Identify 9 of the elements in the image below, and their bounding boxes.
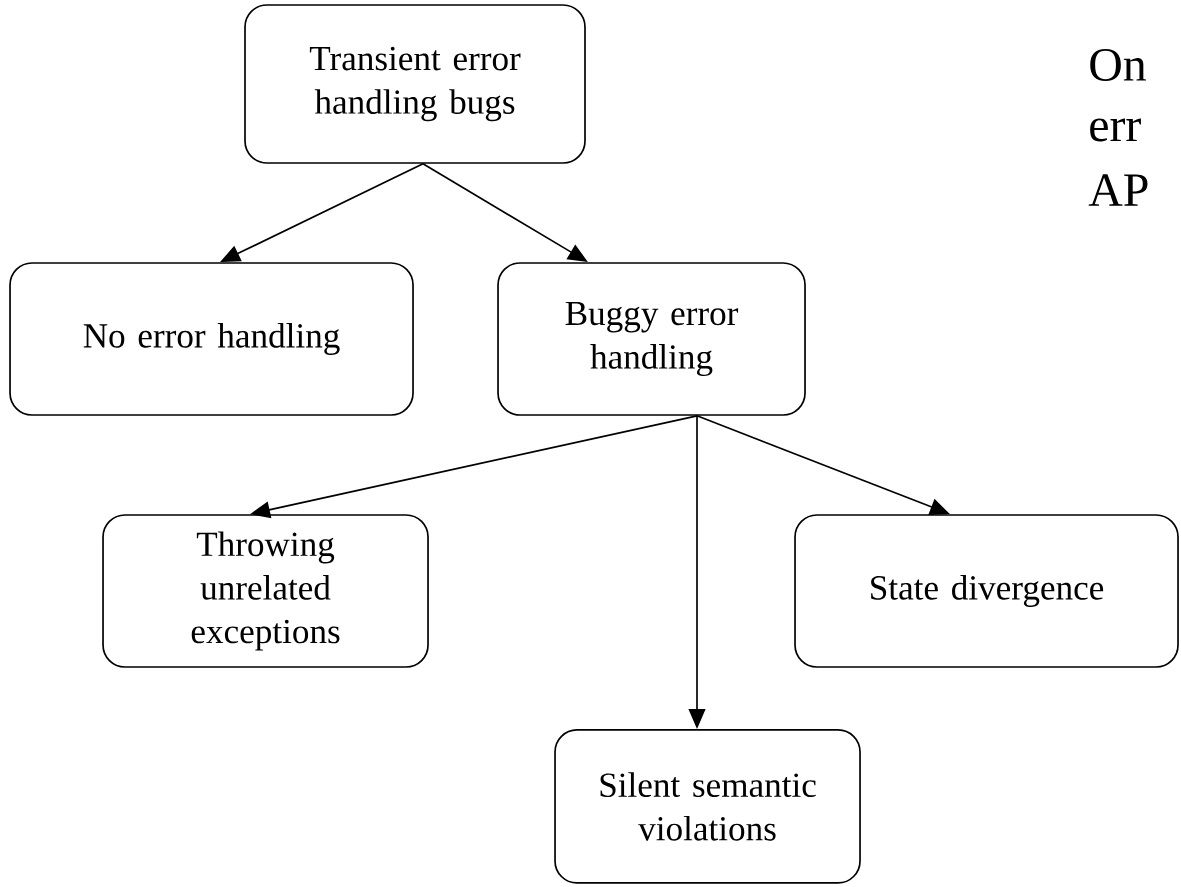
category-box: Throwing unrelated exceptions [102, 514, 429, 668]
category-box: Silent semantic violations [554, 729, 861, 884]
category-box: Buggy error handling [497, 262, 806, 416]
heading-text: On [1090, 48, 1146, 82]
heading-text: err [1090, 118, 1141, 142]
category-box: No error handling [9, 262, 414, 416]
category-box: Transient error handling bugs [244, 4, 586, 164]
heading-text: AP [1088, 174, 1148, 206]
category-box: State divergence [794, 514, 1179, 668]
